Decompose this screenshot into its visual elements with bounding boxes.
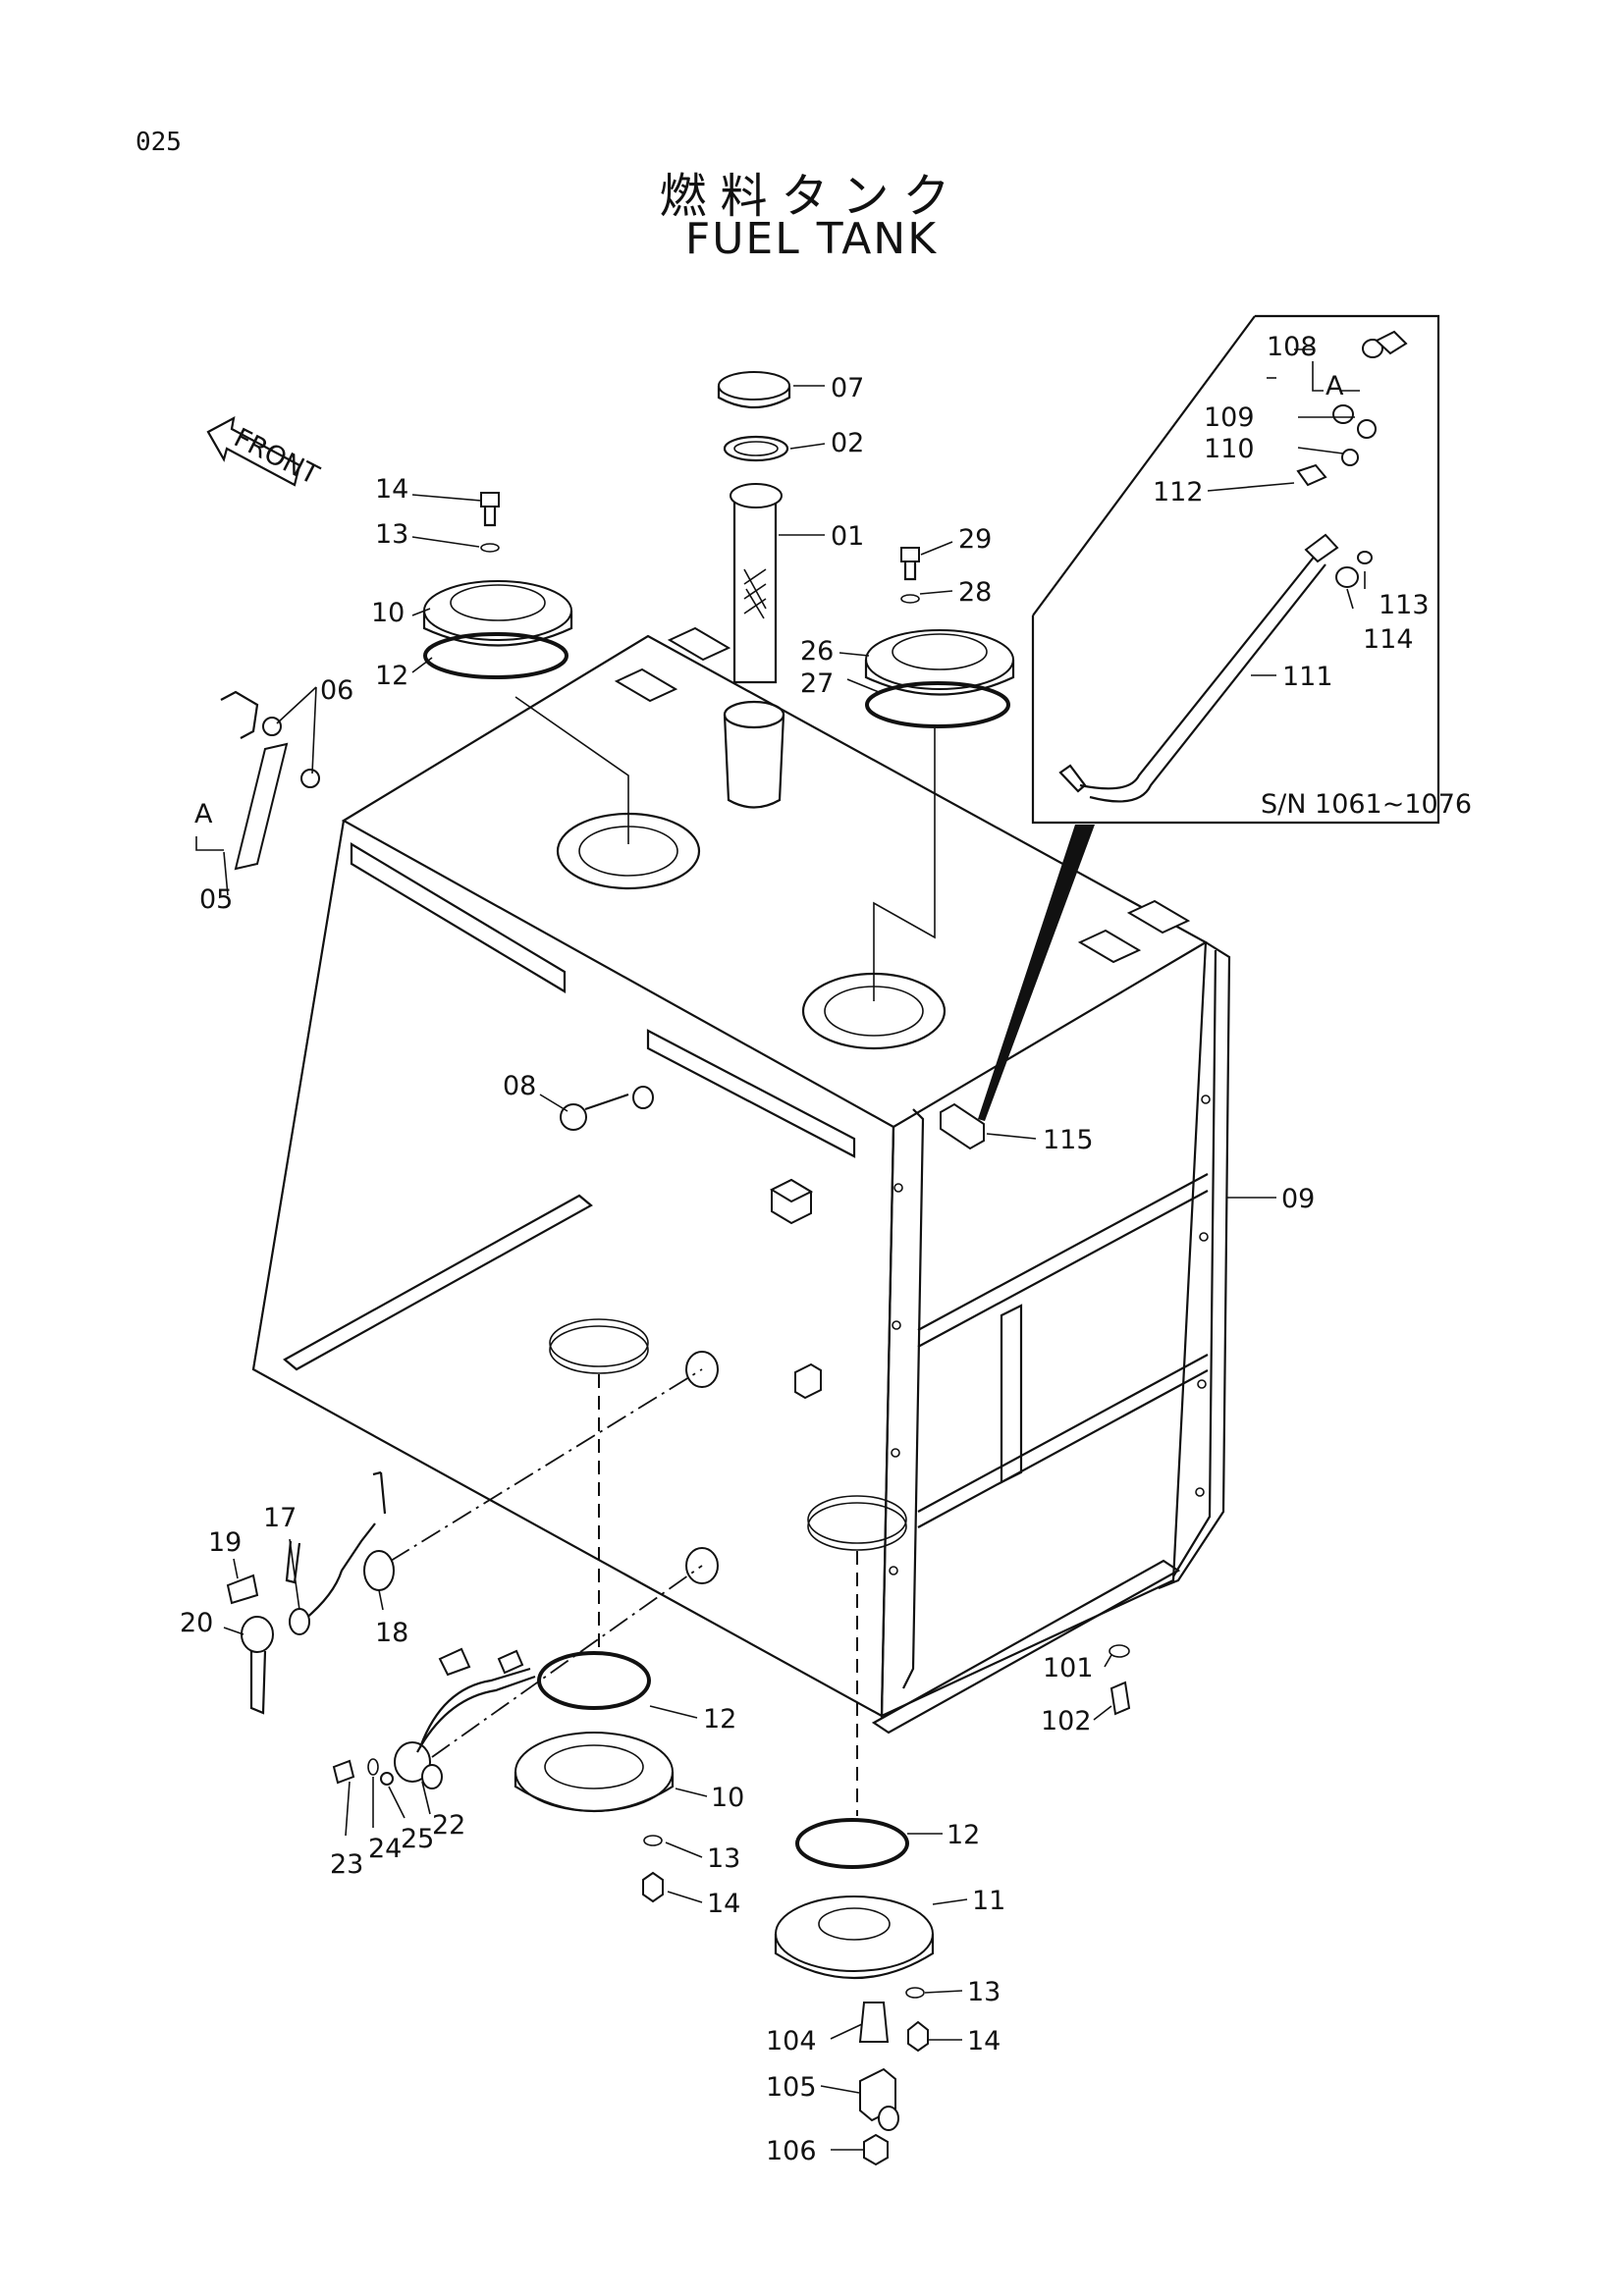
callout-12-top: 12 [375,661,408,691]
level-gauge-assembly [226,1470,395,1715]
cap-gasket [723,435,789,462]
callout-10-top: 10 [371,598,405,628]
callout-08: 08 [503,1071,536,1101]
callout-13-bottom: 13 [967,1977,1001,2007]
page-number: 025 [135,128,182,157]
callout-18: 18 [375,1618,408,1648]
strap-assembly [195,690,320,896]
callout-20: 20 [180,1608,213,1638]
callout-24: 24 [368,1834,402,1864]
top-flange-left [422,580,573,679]
callout-14-top: 14 [375,474,408,505]
strainer-filler-neck [723,483,785,809]
bolts-top [480,492,920,604]
callout-09: 09 [1281,1184,1315,1214]
callout-12-bottom: 12 [947,1820,980,1850]
title-english: FUEL TANK [684,214,939,264]
group-label-a: A [194,799,213,829]
leader-lines [223,377,1366,2151]
callout-07: 07 [831,373,864,403]
callout-101: 101 [1043,1653,1094,1683]
callout-10-bottom: 10 [711,1783,744,1813]
fuel-cap [717,371,791,408]
front-direction-arrow: FRONT [206,415,324,492]
inset-group-label: A [1325,371,1344,401]
drain-plug-08 [560,1086,654,1131]
callout-11: 11 [972,1886,1005,1916]
callout-111: 111 [1282,662,1333,692]
callout-22: 22 [432,1810,465,1841]
callout-29: 29 [958,524,992,555]
callout-19: 19 [208,1527,242,1558]
callout-113: 113 [1379,590,1430,620]
side-fittings-101-102 [1109,1644,1131,1716]
callout-12-mid: 12 [703,1704,736,1735]
front-label: FRONT [229,423,324,492]
callout-labels: 07 02 01 29 28 26 27 14 13 10 12 06 05 A… [180,332,1430,2166]
callout-23: 23 [330,1849,363,1880]
bottom-flange-left [514,1651,675,1903]
callout-25: 25 [401,1824,434,1854]
cube-part [769,1178,814,1203]
callout-104: 104 [766,2026,817,2056]
fuel-sensor-assembly [332,1647,536,1789]
fuel-tank-body [251,626,1231,1735]
callout-13-mid: 13 [707,1843,740,1874]
serial-range-note: S/N 1061~1076 [1261,789,1472,820]
top-flange-right [864,629,1015,728]
callout-110: 110 [1204,434,1255,464]
callout-114: 114 [1363,624,1414,655]
callout-14-mid: 14 [707,1889,740,1919]
detail-inset: A S/N 1061~1076 [1031,314,1472,825]
callout-13-top: 13 [375,519,408,550]
callout-108: 108 [1267,332,1318,362]
callout-17: 17 [263,1503,297,1533]
callout-115: 115 [1043,1125,1094,1155]
callout-105: 105 [766,2072,817,2103]
bottom-drain-assembly [774,1818,935,2166]
callout-28: 28 [958,577,992,608]
callout-27: 27 [800,668,834,699]
callout-109: 109 [1204,402,1255,433]
callout-06: 06 [320,675,353,706]
callout-01: 01 [831,521,864,552]
callout-102: 102 [1041,1706,1092,1736]
callout-02: 02 [831,428,864,458]
callout-05: 05 [199,884,233,915]
fitting-115 [940,1102,985,1150]
title-japanese: 燃料タンク [659,169,964,224]
callout-112: 112 [1153,477,1204,507]
inset-pointer [978,825,1095,1121]
callout-106: 106 [766,2136,817,2166]
callout-14-bottom: 14 [967,2026,1001,2056]
callout-26: 26 [800,636,834,667]
